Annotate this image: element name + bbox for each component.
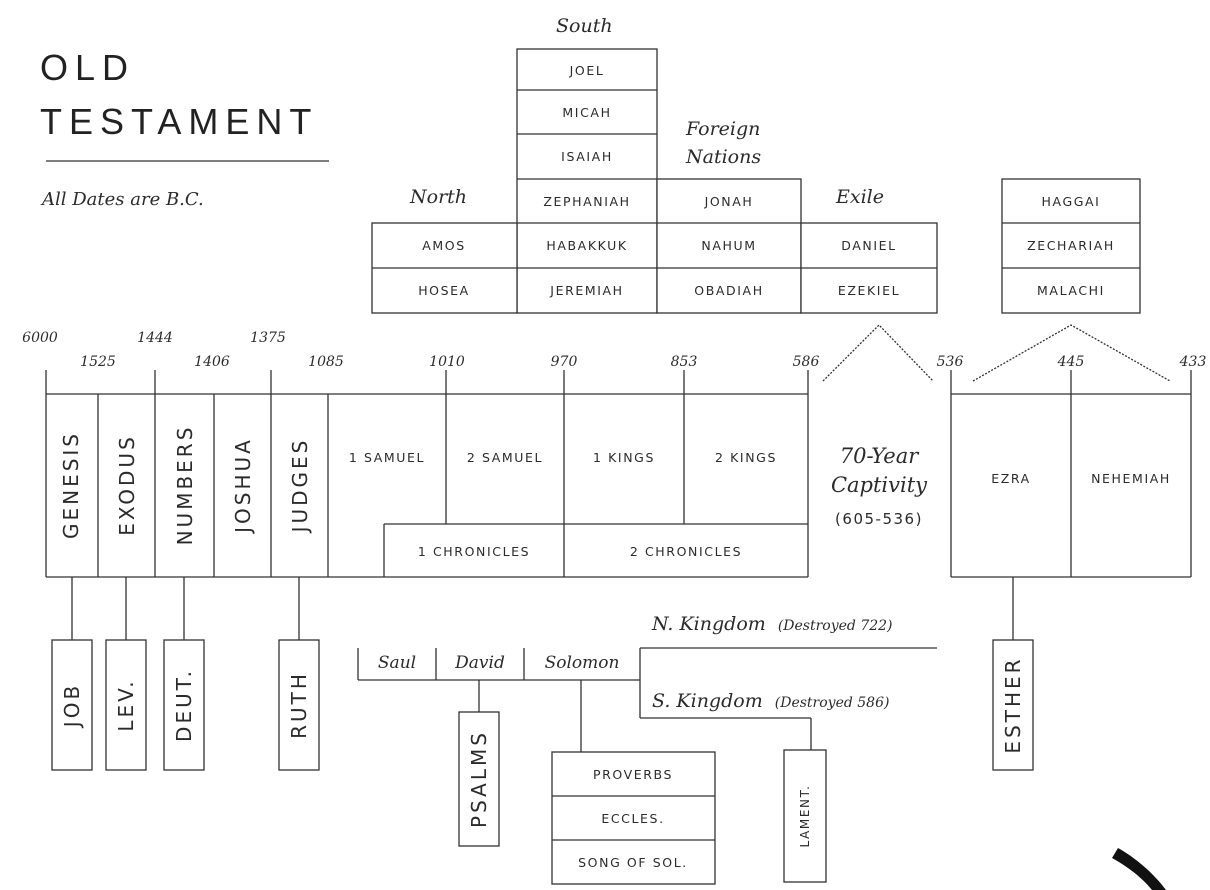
book-proverbs: PROVERBS	[593, 767, 673, 782]
book-2-samuel: 2 SAMUEL	[467, 450, 543, 465]
book-deuteronomy: DEUT.	[172, 668, 196, 742]
prophet-jonah: JONAH	[704, 194, 754, 209]
book-job: JOB	[60, 683, 84, 729]
date-1375: 1375	[250, 330, 286, 346]
date-586: 586	[793, 354, 820, 370]
kings-bracket: Saul David Solomon N. Kingdom (Destroyed…	[357, 613, 937, 719]
date-853: 853	[671, 354, 698, 370]
book-nehemiah: NEHEMIAH	[1091, 471, 1171, 486]
prophet-haggai: HAGGAI	[1042, 194, 1101, 209]
book-2-chronicles: 2 CHRONICLES	[630, 544, 742, 559]
book-numbers: NUMBERS	[173, 425, 197, 546]
book-ruth: RUTH	[287, 671, 311, 739]
book-1-samuel: 1 SAMUEL	[349, 450, 425, 465]
prophet-ezekiel: EZEKIEL	[838, 283, 900, 298]
postexile-connector	[972, 324, 1171, 382]
captivity-line2: Captivity	[831, 473, 928, 497]
psalms-branch: PSALMS	[458, 680, 500, 847]
prophet-malachi: MALACHI	[1037, 283, 1105, 298]
exile-connector	[822, 324, 934, 382]
north-kingdom-note: (Destroyed 722)	[778, 618, 893, 634]
book-ecclesiastes: ECCLES.	[601, 811, 664, 826]
date-6000: 6000	[22, 330, 58, 346]
book-joshua: JOSHUA	[231, 437, 255, 535]
title-line-2: TESTAMENT	[40, 101, 318, 142]
north-label: North	[409, 186, 467, 208]
north-prophets-column: AMOS HOSEA	[371, 222, 518, 314]
book-esther: ESTHER	[1001, 656, 1025, 753]
book-leviticus: LEV.	[114, 678, 138, 731]
main-timeline: GENESIS EXODUS NUMBERS JOSHUA JUDGES 1 S…	[45, 370, 809, 578]
south-kingdom-note: (Destroyed 586)	[775, 695, 890, 711]
south-prophets-column: JOEL MICAH ISAIAH ZEPHANIAH HABAKKUK JER…	[516, 48, 658, 314]
king-saul: Saul	[378, 653, 416, 673]
exile-label: Exile	[835, 186, 884, 208]
prophet-daniel: DANIEL	[841, 238, 896, 253]
north-kingdom-label: N. Kingdom (Destroyed 722)	[651, 613, 893, 635]
prophet-joel: JOEL	[569, 63, 605, 78]
book-ezra: EZRA	[991, 471, 1031, 486]
book-genesis: GENESIS	[59, 431, 83, 539]
prophet-obadiah: OBADIAH	[694, 283, 763, 298]
prophet-isaiah: ISAIAH	[561, 149, 613, 164]
subtitle: All Dates are B.C.	[40, 189, 204, 210]
postexile-prophets-column: HAGGAI ZECHARIAH MALACHI	[1001, 178, 1141, 314]
book-1-kings: 1 KINGS	[593, 450, 655, 465]
prophet-zechariah: ZECHARIAH	[1027, 238, 1115, 253]
date-1406: 1406	[194, 354, 230, 370]
book-1-chronicles: 1 CHRONICLES	[418, 544, 530, 559]
book-judges: JUDGES	[288, 438, 312, 535]
title-line-1: OLD	[40, 47, 135, 88]
south-kingdom-label: S. Kingdom (Destroyed 586)	[652, 690, 889, 712]
north-kingdom-name: N. Kingdom	[651, 613, 766, 635]
date-1444: 1444	[137, 330, 173, 346]
book-2-kings: 2 KINGS	[715, 450, 777, 465]
king-david: David	[454, 653, 505, 673]
captivity-range: (605-536)	[835, 510, 923, 528]
prophet-micah: MICAH	[562, 105, 611, 120]
foreign-prophets-column: JONAH NAHUM OBADIAH	[656, 178, 802, 314]
postexile-timeline: EZRA NEHEMIAH	[950, 370, 1192, 578]
captivity-line1: 70-Year	[840, 444, 920, 468]
date-970: 970	[551, 354, 578, 370]
prophet-nahum: NAHUM	[701, 238, 756, 253]
king-solomon: Solomon	[545, 653, 620, 673]
lamentations-branch: LAMENT.	[783, 718, 827, 883]
book-lamentations: LAMENT.	[798, 784, 812, 847]
prophet-jeremiah: JEREMIAH	[549, 283, 623, 298]
book-psalms: PSALMS	[467, 730, 491, 828]
date-445: 445	[1057, 354, 1085, 370]
brush-stroke-decoration	[1112, 848, 1166, 890]
date-536: 536	[937, 354, 964, 370]
side-books: JOB LEV. DEUT. RUTH ESTHER	[51, 577, 1034, 771]
wisdom-branch: PROVERBS ECCLES. SONG OF SOL.	[551, 680, 716, 885]
date-1010: 1010	[429, 354, 465, 370]
prophet-zephaniah: ZEPHANIAH	[543, 194, 630, 209]
timeline-dates: 6000 1525 1444 1406 1375 1085 1010 970 8…	[22, 330, 1206, 370]
foreign-label-line2: Nations	[685, 146, 761, 168]
date-1525: 1525	[80, 354, 116, 370]
south-label: South	[556, 15, 613, 37]
exile-prophets-column: DANIEL EZEKIEL	[800, 222, 938, 314]
book-song-of-solomon: SONG OF SOL.	[578, 855, 688, 870]
south-kingdom-name: S. Kingdom	[652, 690, 763, 712]
book-exodus: EXODUS	[115, 434, 139, 536]
prophet-amos: AMOS	[422, 238, 466, 253]
date-1085: 1085	[308, 354, 344, 370]
date-433: 433	[1179, 354, 1207, 370]
prophet-habakkuk: HABAKKUK	[546, 238, 627, 253]
prophet-hosea: HOSEA	[418, 283, 470, 298]
foreign-label-line1: Foreign	[685, 118, 760, 140]
